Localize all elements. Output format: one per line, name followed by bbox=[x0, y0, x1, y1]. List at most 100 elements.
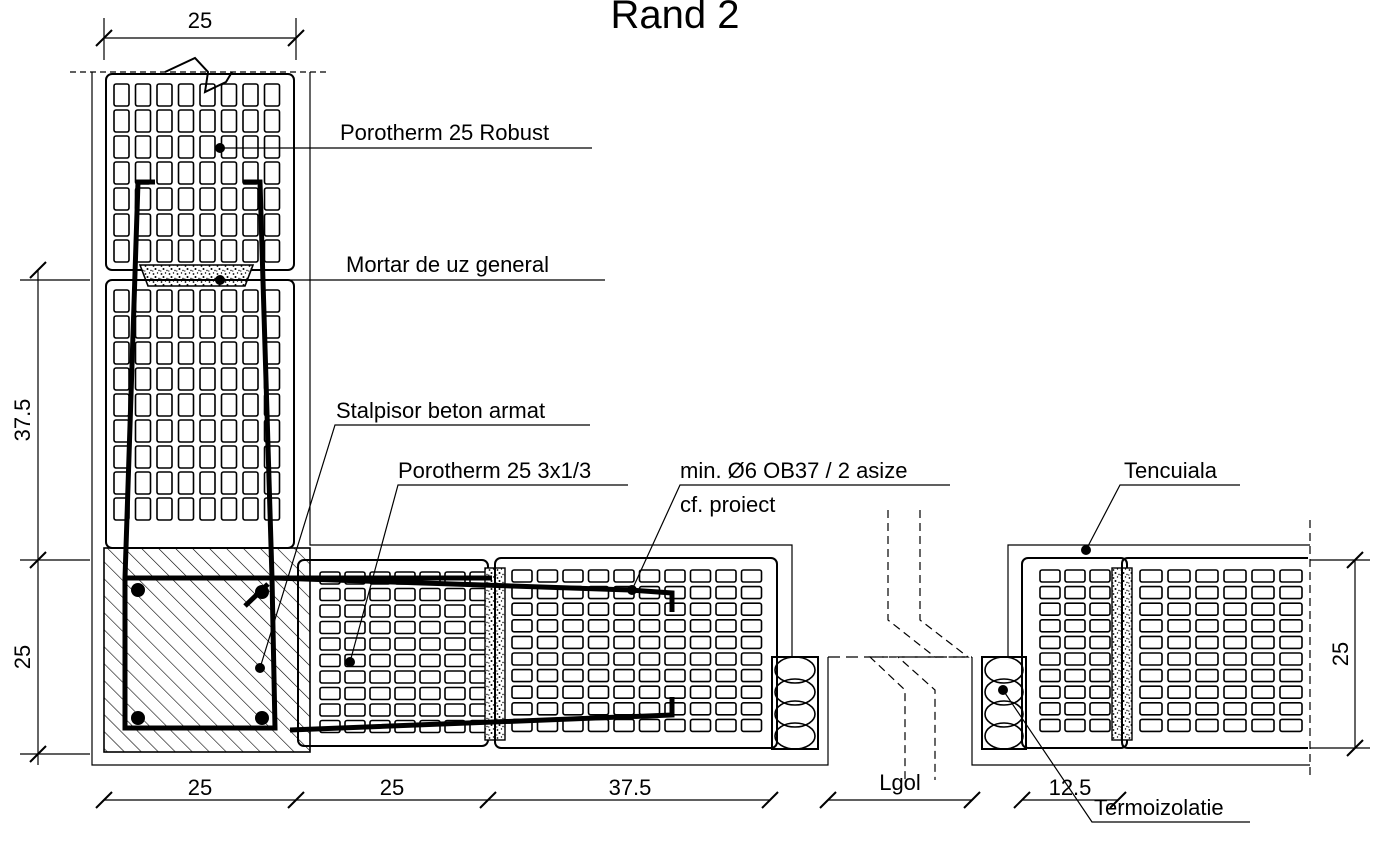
brick-cell bbox=[177, 445, 195, 469]
brick-cell bbox=[1139, 668, 1163, 683]
brick-cell bbox=[242, 239, 259, 263]
brick-cell bbox=[740, 602, 763, 617]
brick-cell bbox=[1251, 718, 1275, 733]
label-stalpisor: Stalpisor beton armat bbox=[336, 398, 545, 423]
brick-cell bbox=[199, 289, 216, 313]
brick-cell bbox=[177, 393, 195, 417]
brick-cell bbox=[1279, 701, 1303, 716]
brick-cell bbox=[134, 393, 152, 417]
brick-cell bbox=[156, 109, 173, 133]
brick-cell bbox=[344, 653, 366, 668]
brick-cell bbox=[220, 109, 238, 133]
dimension-bottom-2: 25 bbox=[380, 775, 404, 800]
brick-cell bbox=[1089, 701, 1111, 716]
brick-cell bbox=[1039, 685, 1061, 700]
brick-cell bbox=[319, 686, 341, 701]
brick-cell bbox=[134, 135, 152, 159]
brick-cell bbox=[156, 393, 173, 417]
brick-cell bbox=[740, 585, 763, 600]
brick-cell bbox=[394, 653, 416, 668]
right-brick-a bbox=[1021, 557, 1128, 749]
brick-cell bbox=[419, 670, 441, 684]
brick-cell bbox=[156, 289, 173, 313]
brick-cell bbox=[587, 618, 610, 633]
brick-cell bbox=[1251, 668, 1275, 683]
brick-cell bbox=[511, 569, 533, 583]
brick-cell bbox=[220, 341, 238, 365]
dimension-left-lower: 25 bbox=[10, 645, 35, 669]
brick-cell bbox=[1139, 701, 1163, 716]
brick-cell bbox=[444, 670, 466, 684]
brick-cell bbox=[1279, 652, 1303, 666]
brick-cell bbox=[536, 618, 559, 633]
label-rebar-line1: min. Ø6 OB37 / 2 asize bbox=[680, 458, 907, 483]
brick-cell bbox=[1139, 718, 1163, 733]
brick-cell bbox=[613, 685, 635, 700]
brick-cell bbox=[1089, 668, 1111, 683]
brick-cell bbox=[587, 701, 610, 716]
brick-cell bbox=[1167, 701, 1191, 716]
brick-cell bbox=[1279, 718, 1303, 733]
brick-cell bbox=[715, 618, 737, 633]
brick-cell bbox=[156, 161, 173, 185]
brick-cell bbox=[740, 701, 763, 716]
brick-cell bbox=[664, 569, 686, 583]
brick-cell bbox=[177, 419, 195, 443]
brick-cell bbox=[1167, 585, 1191, 600]
insulation-loop bbox=[774, 722, 816, 750]
brick-cell bbox=[220, 315, 238, 339]
brick-cell bbox=[263, 419, 281, 443]
brick-cell bbox=[638, 685, 661, 700]
brick-cell bbox=[319, 587, 341, 602]
vertical-brick-lower bbox=[105, 279, 295, 549]
brick-cell bbox=[1139, 602, 1163, 617]
brick-cell bbox=[199, 239, 216, 263]
brick-cell bbox=[156, 135, 173, 159]
brick-cell bbox=[177, 289, 195, 313]
brick-cell bbox=[263, 213, 281, 237]
insulation-loop bbox=[774, 700, 816, 728]
brick-cell bbox=[536, 569, 559, 583]
brick-cell bbox=[156, 445, 173, 469]
brick-cell bbox=[134, 471, 152, 495]
brick-cell bbox=[113, 187, 130, 211]
brick-cell bbox=[587, 668, 610, 683]
brick-cell bbox=[444, 686, 466, 701]
brick-cell bbox=[199, 135, 216, 159]
brick-cell bbox=[113, 83, 130, 107]
brick-cell bbox=[134, 445, 152, 469]
brick-cell bbox=[1195, 652, 1219, 666]
brick-cell bbox=[319, 637, 341, 651]
brick-cell bbox=[1089, 569, 1111, 583]
brick-cell bbox=[562, 668, 584, 683]
brick-cell bbox=[344, 637, 366, 651]
brick-cell bbox=[1039, 718, 1061, 733]
brick-cell bbox=[715, 569, 737, 583]
brick-cell bbox=[419, 653, 441, 668]
brick-cell bbox=[156, 213, 173, 237]
brick-cell bbox=[113, 367, 130, 391]
brick-cell bbox=[613, 668, 635, 683]
brick-cell bbox=[562, 602, 584, 617]
mortar-joint bbox=[138, 264, 255, 287]
brick-cell bbox=[1251, 701, 1275, 716]
brick-cell bbox=[664, 652, 686, 666]
brick-cell bbox=[664, 685, 686, 700]
brick-cell bbox=[740, 685, 763, 700]
brick-cell bbox=[536, 652, 559, 666]
brick-cell bbox=[1167, 718, 1191, 733]
brick-cell bbox=[587, 718, 610, 733]
brick-cell bbox=[199, 109, 216, 133]
brick-cell bbox=[220, 187, 238, 211]
brick-cell bbox=[242, 419, 259, 443]
brick-cell bbox=[511, 602, 533, 617]
brick-cell bbox=[740, 618, 763, 633]
brick-cell bbox=[638, 718, 661, 733]
brick-cell bbox=[444, 604, 466, 618]
brick-cell bbox=[1223, 701, 1247, 716]
brick-cell bbox=[199, 419, 216, 443]
brick-cell bbox=[1279, 685, 1303, 700]
brick-cell bbox=[113, 393, 130, 417]
label-porotherm-robust: Porotherm 25 Robust bbox=[340, 120, 549, 145]
brick-cell bbox=[1223, 585, 1247, 600]
